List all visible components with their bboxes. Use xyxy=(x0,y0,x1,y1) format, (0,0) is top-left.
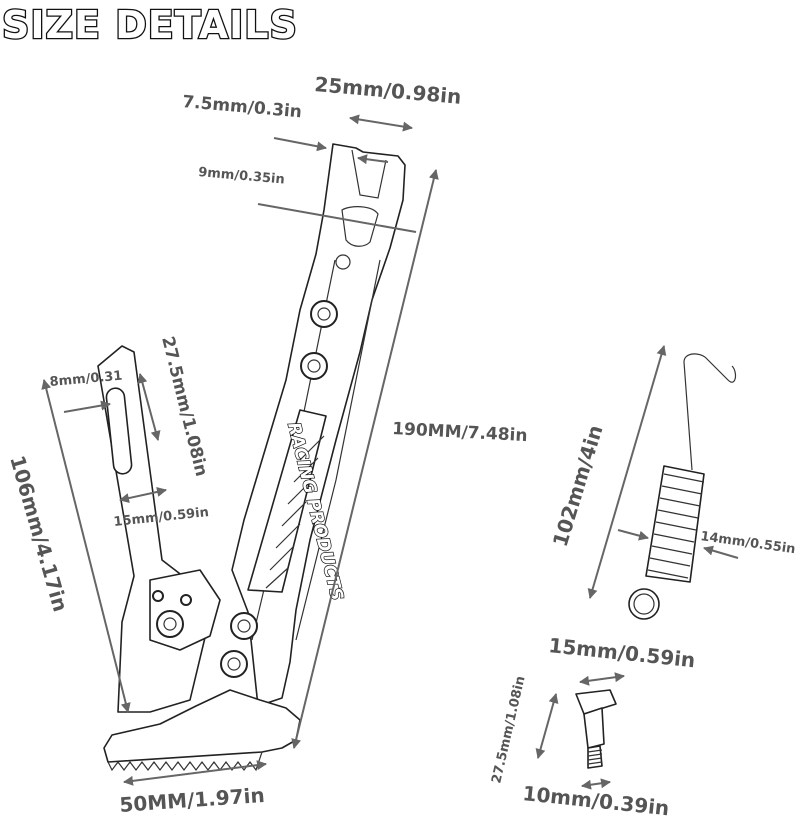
small-bolt xyxy=(575,689,617,769)
dim-spring-diameter: 14mm/0.55in xyxy=(699,529,796,557)
dim-bolt-head: 15mm/0.59in xyxy=(547,633,696,672)
spring xyxy=(628,353,737,620)
dim-foot-width: 50MM/1.97in xyxy=(119,783,266,817)
dim-slot-length: 27.5mm/1.08in xyxy=(157,334,211,478)
dim-top-width: 25mm/0.98in xyxy=(314,72,463,109)
page-title: SIZE DETAILS xyxy=(2,3,298,47)
kickstand-main-bar xyxy=(231,143,406,707)
dim-bolt-length: 27.5mm/1.08in xyxy=(489,675,528,785)
kickstand-foot xyxy=(103,569,301,772)
dim-slot-gap: 7.5mm/0.3in xyxy=(182,92,303,122)
dim-hole: 9mm/0.35in xyxy=(198,165,286,187)
dim-spring-length: 102mm/4in xyxy=(548,422,608,549)
dim-slot-width: 8mm/0.31 xyxy=(49,369,123,390)
dim-leg-length: 106mm/4.17in xyxy=(5,453,72,615)
dim-total-length: 190MM/7.48in xyxy=(392,419,528,446)
dimension-arrows xyxy=(41,114,739,790)
dim-bolt-thread: 10mm/0.39in xyxy=(521,781,670,820)
